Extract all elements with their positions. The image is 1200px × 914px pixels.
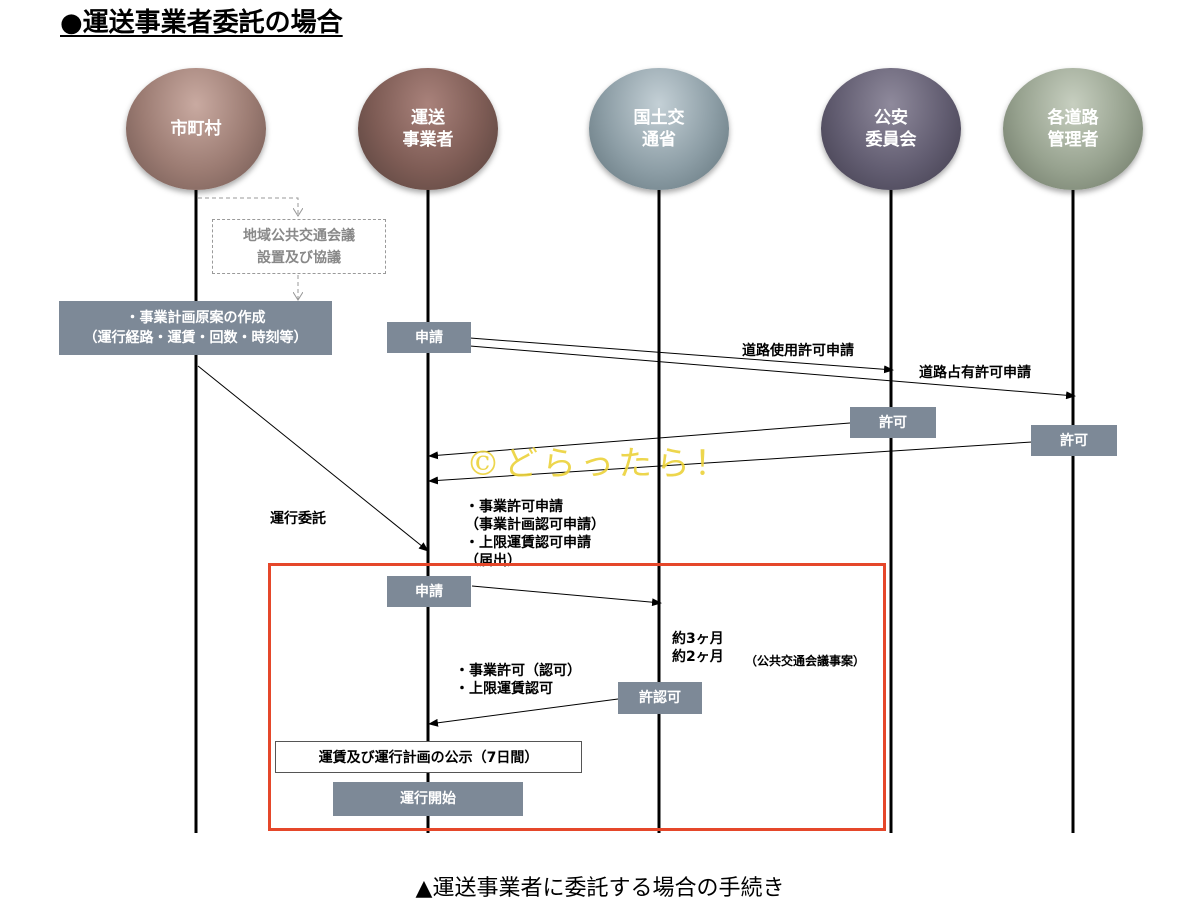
permit-road-box: 許可 xyxy=(1031,425,1117,456)
actor-public-safety-commission: 公安 委員会 xyxy=(821,68,961,190)
arrow-road-occupy xyxy=(469,345,1076,400)
permit-approval-box: 許認可 xyxy=(618,682,702,714)
public-notice-box: 運賃及び運行計画の公示（7日間） xyxy=(275,741,582,773)
approvals-text: ・事業許可（認可） ・上限運賃認可 xyxy=(455,663,581,697)
arrow-approval xyxy=(428,698,619,727)
arrow-apply-mlit xyxy=(471,585,662,607)
arrow-permit-police xyxy=(428,422,851,460)
actor-road-administrators: 各道路 管理者 xyxy=(1003,68,1143,190)
apply-box-2: 申請 xyxy=(387,576,471,607)
actor-transport-operator: 運送 事業者 xyxy=(358,68,498,190)
watermark: ©どらったら！ xyxy=(466,444,732,484)
plan-draft-box: ・事業計画原案の作成 （運行経路・運賃・回数・時刻等） xyxy=(59,301,332,355)
figure-caption: ▲運送事業者に委託する場合の手続き xyxy=(415,876,785,901)
council-box: 地域公共交通会議 設置及び協議 xyxy=(212,219,386,274)
operation-commission-label: 運行委託 xyxy=(270,511,326,527)
actor-mlit: 国土交 通省 xyxy=(589,68,729,190)
road-occupy-label: 道路占有許可申請 xyxy=(919,365,1031,381)
page-title: ●運送事業者委託の場合 xyxy=(60,8,343,38)
arrow-permit-road xyxy=(428,441,1033,485)
highlight-frame xyxy=(268,563,886,831)
road-use-label: 道路使用許可申請 xyxy=(742,343,854,359)
apply-box-1: 申請 xyxy=(387,322,471,353)
start-operation-box: 運行開始 xyxy=(333,782,523,816)
duration-note: （公共交通会議事案） xyxy=(745,654,866,668)
arrow-road-use xyxy=(469,337,894,374)
permit-police-box: 許可 xyxy=(850,407,936,438)
council-dashed-path xyxy=(198,197,298,216)
arrow-commission xyxy=(197,365,429,552)
actor-municipality: 市町村 xyxy=(126,68,266,190)
applications-text: ・事業許可申請 （事業計画認可申請） ・上限運賃認可申請 （届出） xyxy=(465,499,605,569)
duration-text: 約3ヶ月 約2ヶ月 xyxy=(672,631,724,665)
